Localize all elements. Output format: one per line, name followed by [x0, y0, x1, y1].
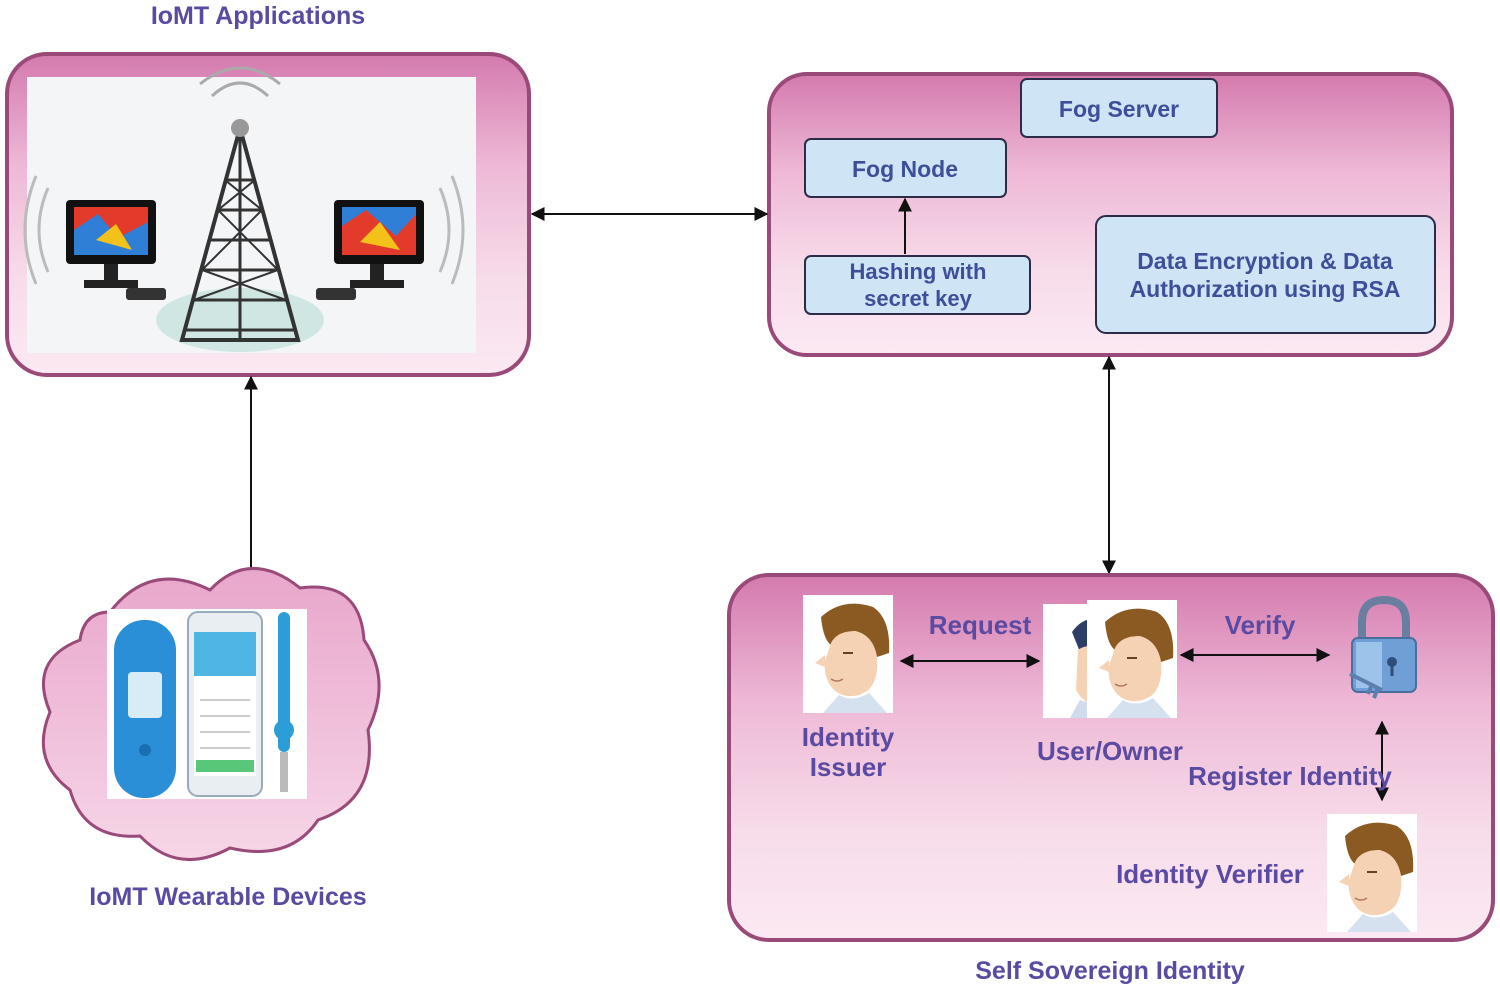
fog-node-label: Fog Node: [852, 156, 958, 182]
encryption-label-line1: Data Encryption & Data: [1137, 248, 1393, 274]
hashing-box: [804, 255, 1031, 315]
computer-monitor-icon: [23, 175, 166, 300]
iomt-wearables-title: IoMT Wearable Devices: [89, 883, 366, 911]
request-label: Request: [929, 610, 1032, 640]
computer-monitor-icon: [316, 175, 465, 300]
ssi-title: Self Sovereign Identity: [975, 957, 1245, 985]
person-avatar-icon: [802, 594, 894, 714]
fog-server-box: [1020, 78, 1218, 138]
encryption-box: [1095, 215, 1436, 334]
identity-issuer-label-line1: Identity: [802, 722, 895, 752]
encryption-label-line2: Authorization using RSA: [1130, 276, 1401, 302]
person-avatar-icon: [1326, 813, 1418, 933]
verify-label: Verify: [1225, 610, 1296, 640]
hashing-label-line1: Hashing with: [850, 259, 987, 284]
register-identity-label: Register Identity: [1188, 761, 1392, 791]
identity-issuer-label-line2: Issuer: [810, 752, 887, 782]
hashing-label-line2: secret key: [864, 286, 972, 311]
person-avatar-icon: [1043, 599, 1178, 719]
fog-node-box: [804, 138, 1007, 198]
medical-wearable-icon: [107, 609, 307, 799]
padlock-key-icon: [1349, 595, 1417, 699]
identity-verifier-label: Identity Verifier: [1116, 859, 1304, 889]
user-owner-label: User/Owner: [1037, 736, 1183, 766]
cell-tower-icon: [156, 66, 324, 352]
iomt-applications-title: IoMT Applications: [151, 2, 365, 30]
fog-server-label: Fog Server: [1059, 96, 1179, 122]
